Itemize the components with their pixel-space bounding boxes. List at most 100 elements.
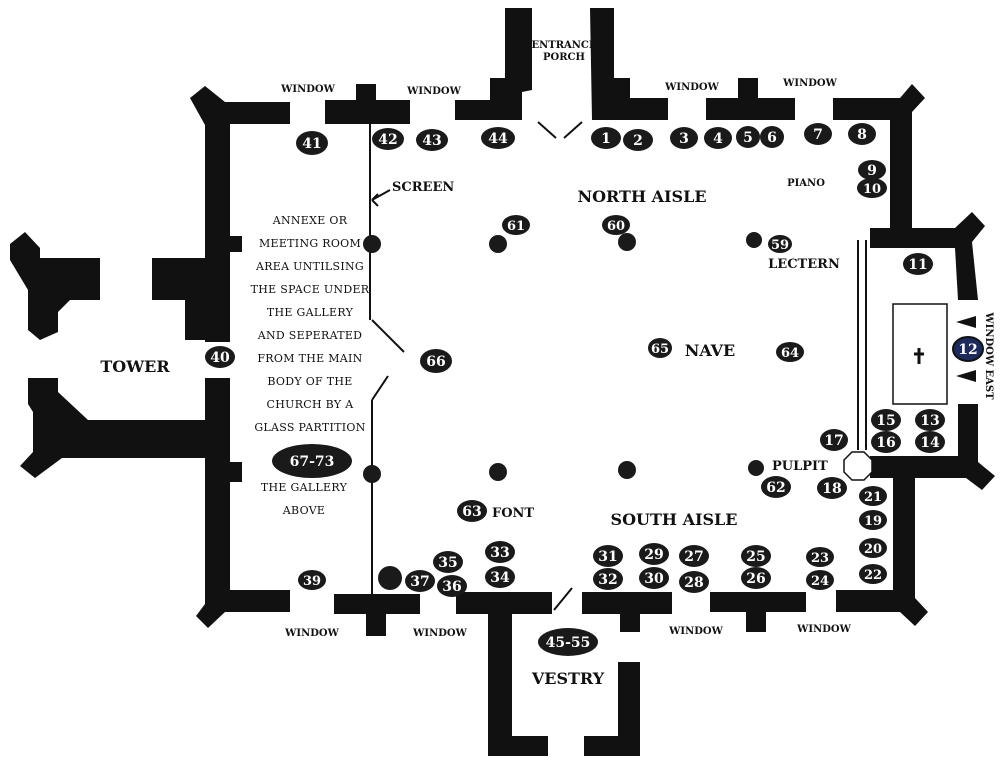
badge-39[interactable]: 39 [298, 570, 326, 590]
badge-label: 34 [490, 570, 510, 586]
badge-label: 20 [864, 542, 882, 557]
label-font: FONT [492, 506, 534, 521]
north-wall-segment-1 [325, 84, 410, 124]
badge-label: 13 [920, 413, 939, 429]
north-west-corner [190, 86, 290, 342]
badge-67-73[interactable]: 67-73 [272, 444, 352, 478]
badge-34[interactable]: 34 [485, 566, 515, 588]
badge-33[interactable]: 33 [485, 541, 515, 563]
annexe-note-line: THE SPACE UNDER [251, 283, 370, 296]
badge-5[interactable]: 5 [736, 126, 760, 148]
badge-15[interactable]: 15 [871, 409, 901, 431]
badge-24[interactable]: 24 [806, 570, 834, 590]
label-window: WINDOW [796, 624, 851, 635]
badge-18[interactable]: 18 [817, 477, 847, 499]
badge-label: 7 [813, 127, 823, 143]
badge-13[interactable]: 13 [915, 409, 945, 431]
pillars [363, 232, 764, 590]
north-east-corner [833, 84, 925, 228]
badge-10[interactable]: 10 [857, 178, 887, 198]
badge-1[interactable]: 1 [591, 127, 621, 149]
badge-42[interactable]: 42 [372, 128, 404, 150]
porch-wall-left [455, 8, 532, 120]
badge-label: 9 [867, 163, 877, 179]
badge-4[interactable]: 4 [704, 127, 732, 149]
numbered-badges: 1 2 3 4 5 6 7 8 9 10 11 12 13 14 15 16 1… [205, 123, 984, 656]
badge-35[interactable]: 35 [433, 551, 463, 573]
badge-43[interactable]: 43 [416, 129, 448, 151]
badge-17[interactable]: 17 [820, 429, 848, 451]
badge-label: 31 [598, 549, 617, 565]
badge-label: 27 [684, 549, 703, 565]
badge-44[interactable]: 44 [481, 127, 515, 149]
badge-41[interactable]: 41 [296, 131, 328, 155]
south-wall-segment-1 [334, 594, 420, 636]
screen-pointer [371, 189, 391, 201]
badge-23[interactable]: 23 [806, 547, 834, 567]
badge-31[interactable]: 31 [593, 545, 623, 567]
badge-28[interactable]: 28 [679, 571, 709, 593]
pulpit-shape [843, 451, 873, 481]
label-window: WINDOW [412, 628, 467, 639]
badge-60[interactable]: 60 [602, 215, 630, 235]
badge-label: 41 [302, 136, 321, 152]
badge-label: 19 [864, 514, 882, 529]
badge-64[interactable]: 64 [776, 342, 804, 362]
pillar [618, 233, 636, 251]
label-screen: SCREEN [392, 180, 454, 195]
badge-16[interactable]: 16 [871, 431, 901, 453]
badge-3[interactable]: 3 [670, 127, 698, 149]
badge-label: 43 [422, 133, 441, 149]
badge-59[interactable]: 59 [768, 235, 792, 253]
badge-20[interactable]: 20 [859, 538, 887, 558]
badge-37[interactable]: 37 [405, 570, 435, 592]
badge-label: 35 [438, 555, 457, 571]
badge-61[interactable]: 61 [502, 215, 530, 235]
badge-label: 22 [864, 568, 882, 583]
labels: ENTRANCE PORCH WINDOW WINDOW WINDOW WIND… [100, 40, 994, 688]
badge-26[interactable]: 26 [741, 567, 771, 589]
badge-6[interactable]: 6 [760, 126, 784, 148]
label-window-east: WINDOW EAST [983, 311, 994, 400]
window-east-marker-lower [956, 370, 976, 382]
badge-66[interactable]: 66 [420, 349, 452, 373]
badge-11[interactable]: 11 [903, 253, 933, 275]
badge-63[interactable]: 63 [457, 500, 487, 522]
badge-29[interactable]: 29 [639, 543, 669, 565]
badge-65[interactable]: 65 [648, 338, 672, 358]
badge-12[interactable]: 12 [952, 336, 984, 362]
label-window: WINDOW [782, 78, 837, 89]
south-wall-segment-4 [710, 592, 806, 632]
badge-label: 8 [857, 127, 867, 143]
badge-32[interactable]: 32 [593, 568, 623, 590]
badge-9[interactable]: 9 [858, 160, 886, 180]
badge-30[interactable]: 30 [639, 567, 669, 589]
badge-40[interactable]: 40 [205, 346, 235, 368]
pillar [748, 460, 764, 476]
badge-label: 36 [442, 579, 461, 595]
pillar [363, 235, 381, 253]
badge-22[interactable]: 22 [859, 564, 887, 584]
tower-wall-south [20, 378, 230, 478]
annexe-note-line: CHURCH BY A [267, 398, 355, 411]
label-nave: NAVE [685, 341, 735, 360]
annexe-note-line: MEETING ROOM [259, 237, 361, 250]
badge-21[interactable]: 21 [859, 486, 887, 506]
badge-label: 30 [644, 571, 664, 587]
badge-27[interactable]: 27 [679, 545, 709, 567]
badge-36[interactable]: 36 [437, 575, 467, 597]
glass-door-lower [371, 375, 389, 401]
badge-8[interactable]: 8 [848, 123, 876, 145]
badge-25[interactable]: 25 [741, 545, 771, 567]
badge-19[interactable]: 19 [859, 510, 887, 530]
badge-label: 60 [607, 219, 625, 234]
badge-7[interactable]: 7 [804, 123, 832, 145]
badge-label: 12 [958, 342, 977, 358]
badge-2[interactable]: 2 [623, 129, 653, 151]
badge-label: 17 [824, 433, 843, 449]
badge-14[interactable]: 14 [915, 431, 945, 453]
badge-62[interactable]: 62 [761, 476, 791, 498]
badge-45-55[interactable]: 45-55 [538, 628, 598, 656]
badge-label: 23 [811, 551, 829, 566]
